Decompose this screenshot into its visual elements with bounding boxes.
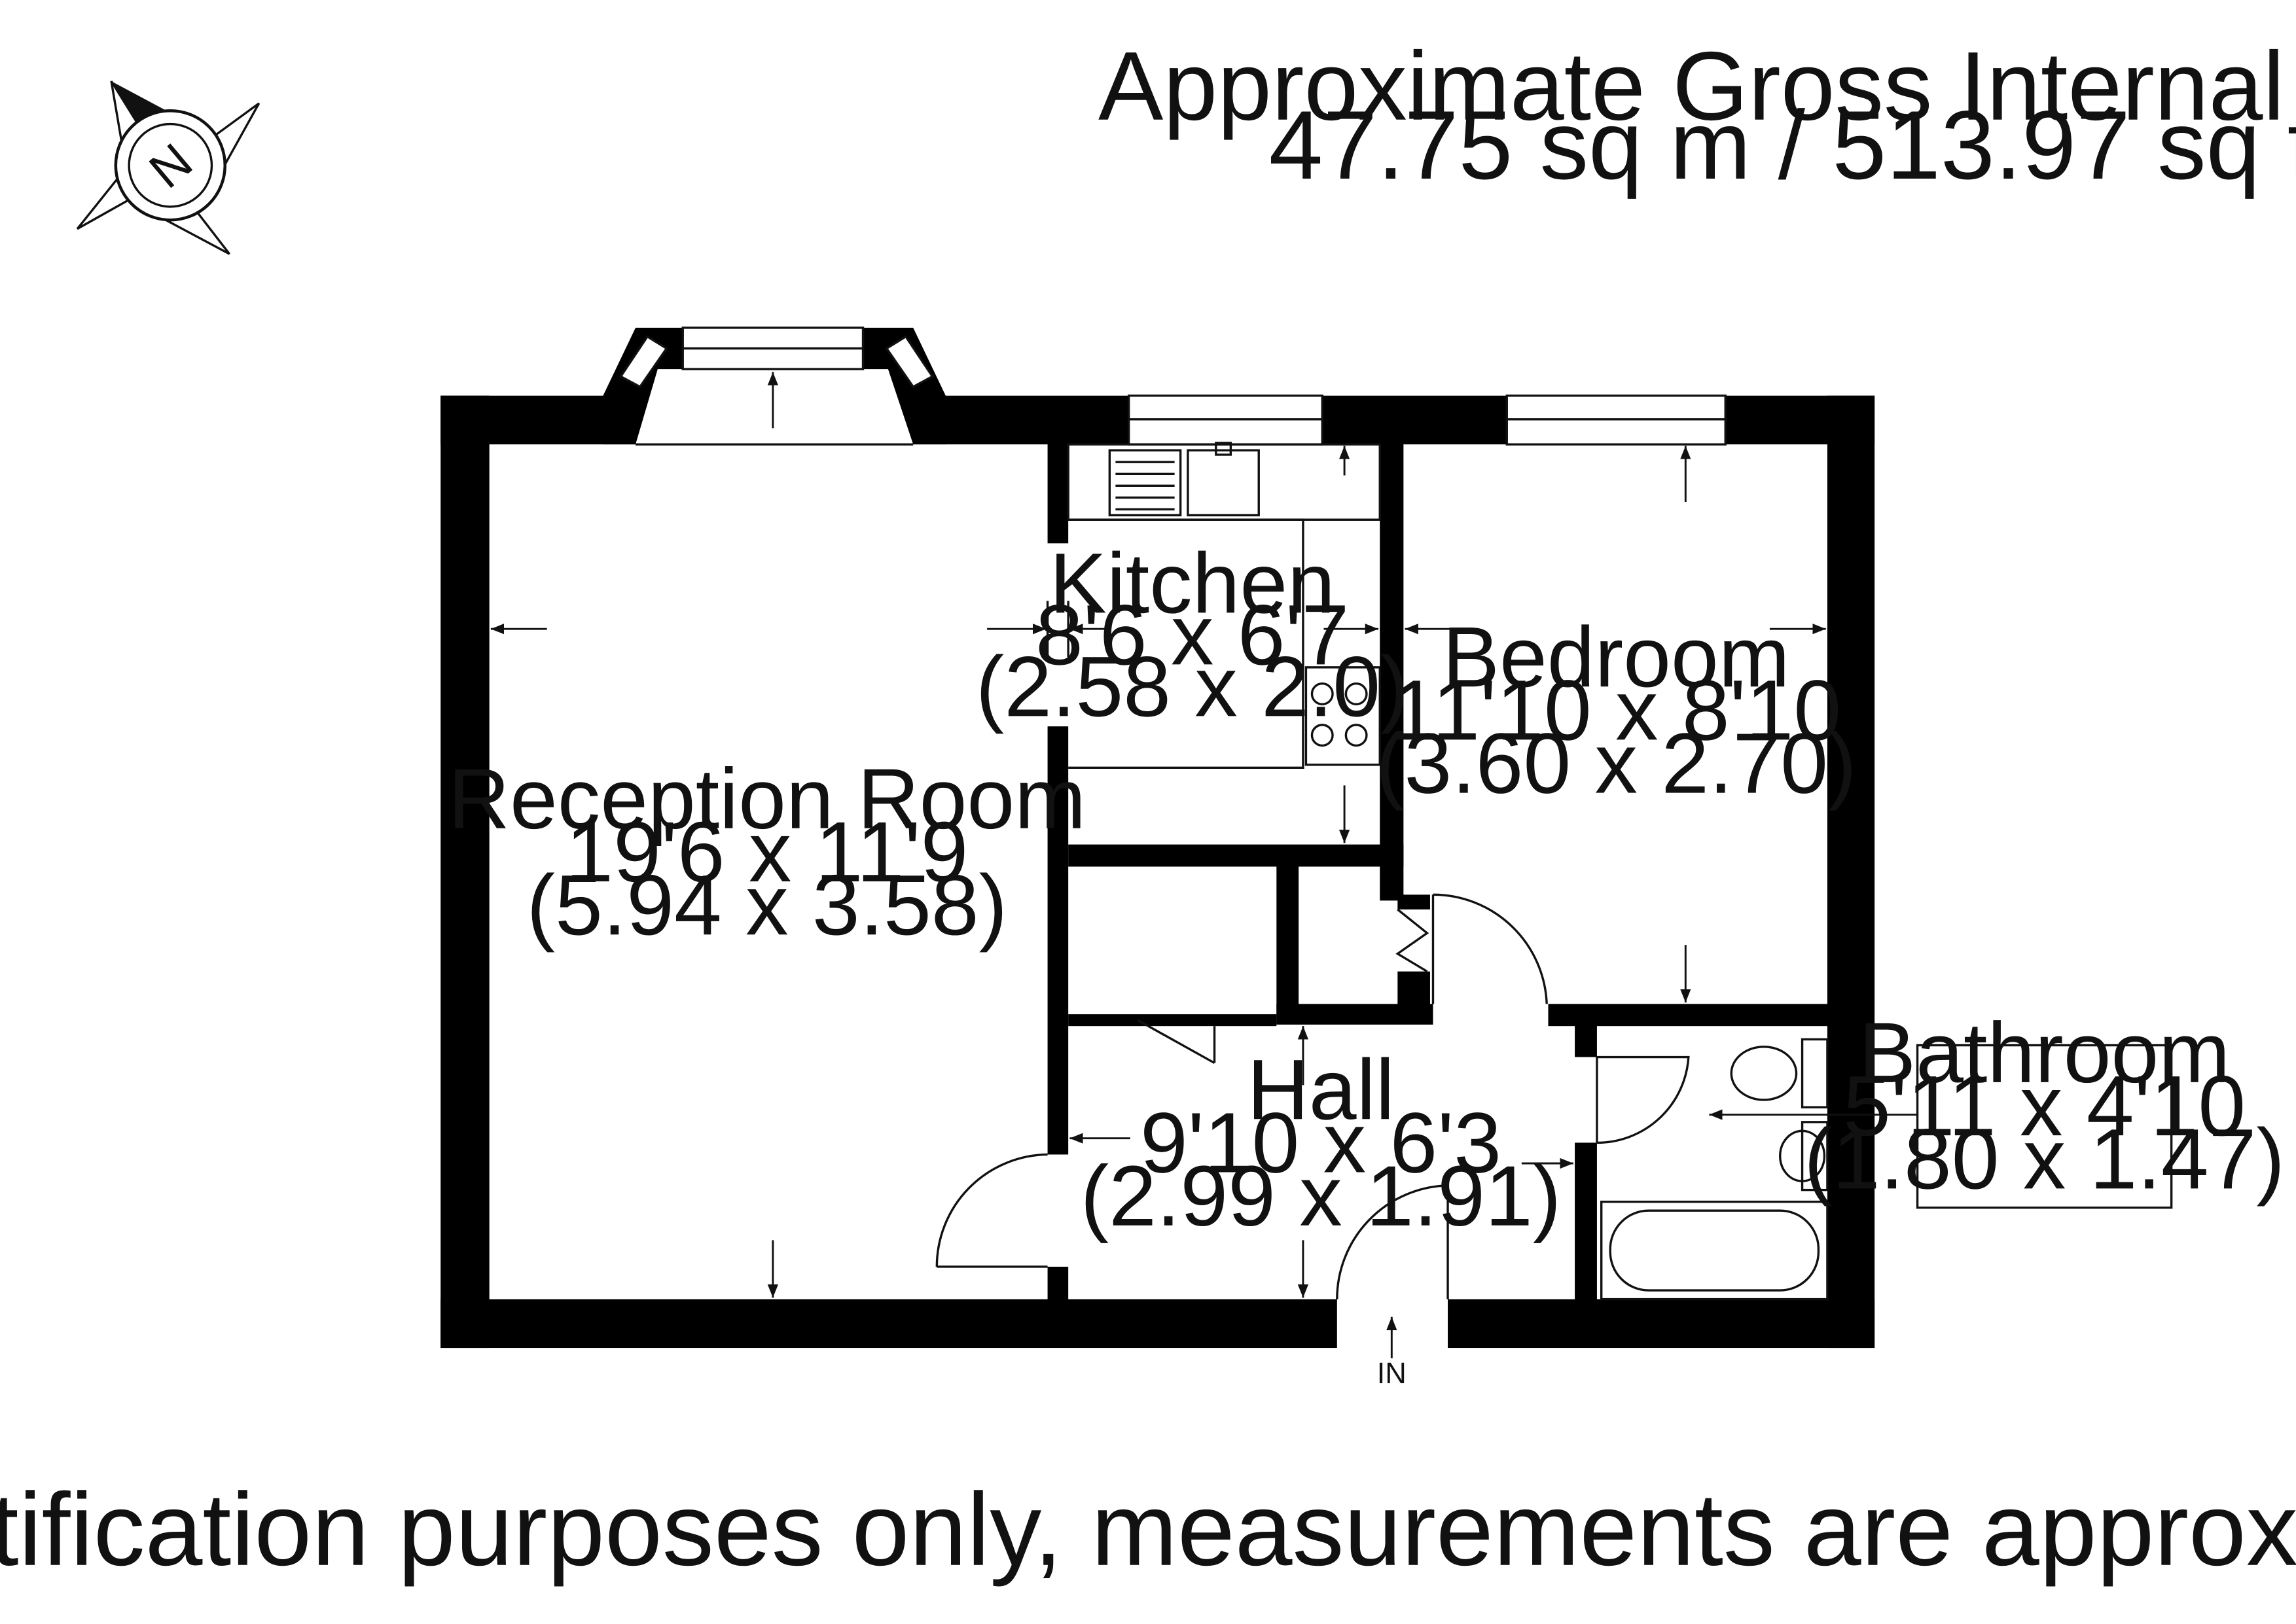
reception-imperial: 19'6 x 11'9 <box>565 804 968 900</box>
kitchen-fittings <box>1067 442 1381 769</box>
bathroom-label: Bathroom 5'11 x 4'10 (1.80 x 1.47) <box>1804 1005 2285 1207</box>
hall-metric: (2.99 x 1.91) <box>1081 1148 1562 1244</box>
kitchen-imperial: 8'6 x 6'7 <box>1035 587 1349 682</box>
kitchen-label: Kitchen 8'6 x 6'7 (2.58 x 2.0) <box>976 535 1409 734</box>
hall-name: Hall <box>1247 1042 1394 1137</box>
hall-imperial: 9'10 x 6'3 <box>1140 1095 1501 1191</box>
area-value: 47.75 sq m / 513.97 sq ft <box>1269 90 2296 200</box>
bathroom-metric: (1.80 x 1.47) <box>1804 1111 2285 1207</box>
kitchen-name: Kitchen <box>1049 535 1335 631</box>
hall-label: Hall 9'10 x 6'3 (2.99 x 1.91) <box>1081 1042 1562 1243</box>
doors <box>935 601 1690 1299</box>
kitchen-metric: (2.58 x 2.0) <box>976 639 1409 734</box>
area-title: Approximate Gross Internal Area <box>1098 31 2296 141</box>
bedroom-imperial: 11'10 x 8'10 <box>1391 662 1841 758</box>
dimension-arrows <box>490 372 1918 1358</box>
bathroom-name: Bathroom <box>1859 1005 2230 1101</box>
walls <box>440 327 1875 1349</box>
entrance-label: IN <box>1377 1356 1407 1390</box>
bedroom-name: Bedroom <box>1443 609 1790 705</box>
bathroom-callout <box>1916 1044 2173 1209</box>
windows <box>619 327 1727 446</box>
disclaimer: Illustration for identification purposes… <box>0 1472 2296 1587</box>
bathroom-fittings <box>1600 1038 1829 1301</box>
reception-metric: (5.94 x 3.58) <box>527 857 1008 953</box>
bathroom-imperial: 5'11 x 4'10 <box>1843 1058 2246 1154</box>
reception-name: Reception Room <box>448 751 1086 847</box>
bedroom-label: Bedroom 11'10 x 8'10 (3.60 x 2.70) <box>1376 609 1857 811</box>
north-compass-icon: N <box>76 80 260 255</box>
reception-label: Reception Room 19'6 x 11'9 (5.94 x 3.58) <box>448 751 1086 953</box>
bedroom-metric: (3.60 x 2.70) <box>1376 716 1857 811</box>
